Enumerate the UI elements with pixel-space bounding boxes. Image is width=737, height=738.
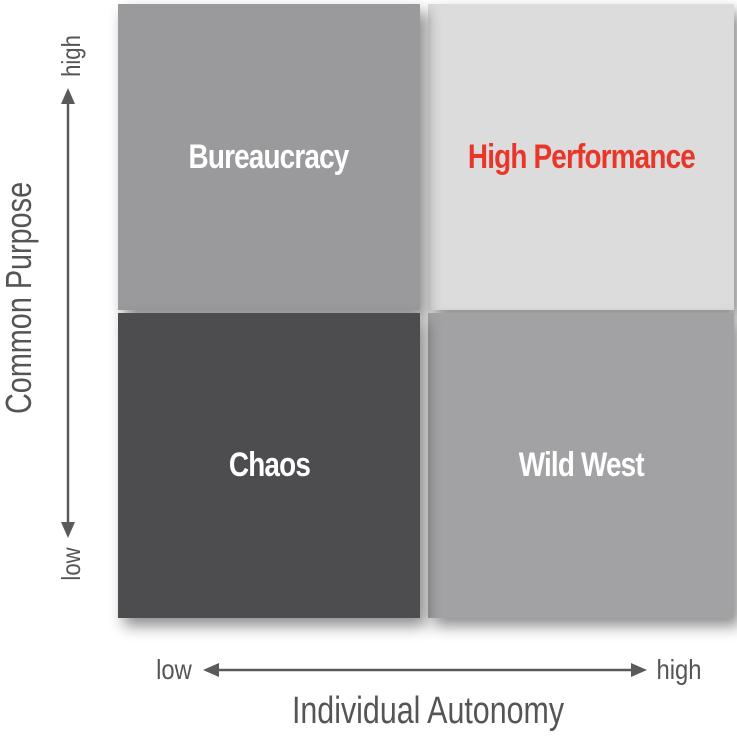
quadrant-high-performance: High Performance	[428, 4, 734, 310]
quadrant-label-high-performance: High Performance	[467, 137, 695, 176]
quadrant-wild-west: Wild West	[428, 313, 734, 618]
x-axis-arrow-icon	[203, 663, 647, 677]
x-axis-low-label: low	[156, 654, 192, 685]
quadrant-label-bureaucracy: Bureaucracy	[189, 137, 350, 176]
quadrant-bureaucracy: Bureaucracy	[118, 4, 420, 310]
y-axis-title: Common Purpose	[0, 181, 39, 414]
quadrant-label-chaos: Chaos	[228, 446, 310, 484]
y-axis-low-label: low	[56, 547, 86, 581]
x-axis-high-label: high	[656, 654, 702, 685]
y-axis-arrow-icon	[61, 88, 75, 538]
x-axis-title: Individual Autonomy	[291, 690, 565, 732]
quadrant-label-wild-west: Wild West	[518, 446, 644, 484]
quadrant-chaos: Chaos	[118, 313, 420, 618]
y-axis-high-label: high	[56, 35, 86, 77]
